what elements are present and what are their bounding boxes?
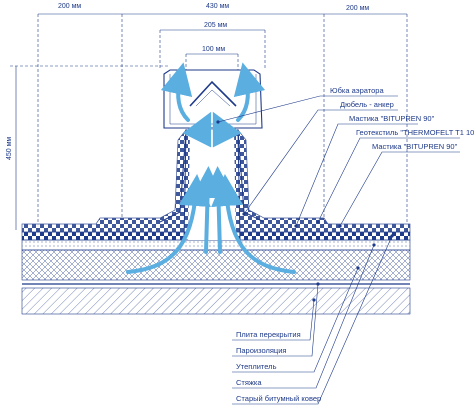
- label-aerator-skirt: Юбка аэратора: [330, 86, 384, 95]
- label-mastic-1: Мастика "BITUPREN 90": [349, 114, 435, 123]
- label-geotextile: Геотекстиль "THERMOFELT T1 100": [356, 128, 474, 137]
- label-insulation: Утеплитель: [236, 362, 277, 371]
- dim-cap-label: 205 мм: [204, 22, 227, 29]
- label-vapor-barrier: Пароизоляция: [236, 346, 286, 355]
- roof-layers: [21, 231, 411, 315]
- floor-slab-layer: [21, 287, 411, 315]
- dim-total-label: 430 мм: [206, 3, 229, 10]
- dimension-lines: [10, 13, 408, 232]
- bottom-leaders: [232, 234, 394, 405]
- insulation-layer: [21, 249, 411, 281]
- label-screed: Стяжка: [236, 378, 262, 387]
- dim-left-label: 200 мм: [58, 3, 81, 10]
- label-anchor-dowel: Дюбель - анкер: [340, 100, 394, 109]
- dim-height-label: 450 мм: [6, 137, 13, 160]
- label-floor-slab: Плита перекрытия: [236, 330, 301, 339]
- screed-layer: [21, 239, 411, 251]
- airflow-arrows: [126, 62, 296, 274]
- dim-right-label: 200 мм: [346, 5, 369, 12]
- dim-pipe-label: 100 мм: [202, 46, 225, 53]
- label-mastic-2: Мастика "BITUPREN 90": [372, 142, 458, 151]
- right-leaders: [216, 95, 460, 228]
- label-old-bitumen: Старый битумный ковер: [236, 394, 321, 403]
